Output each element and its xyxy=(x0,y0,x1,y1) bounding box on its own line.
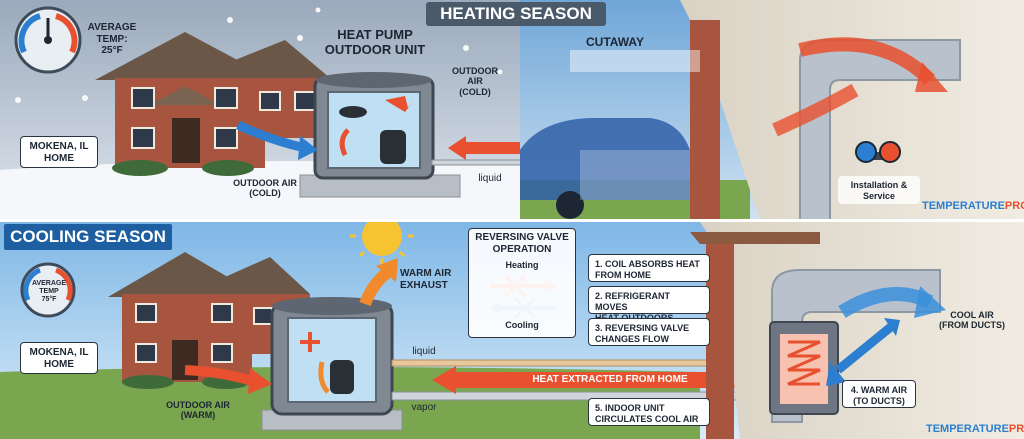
step-5-box: 5. INDOOR UNIT CIRCULATES COOL AIR xyxy=(588,398,710,426)
cooling-panel: COOLING SEASON AVERAGE TEMP 75°F MOKENA,… xyxy=(0,222,1024,439)
outdoor-air-warm-label: OUTDOOR AIR (WARM) xyxy=(166,400,230,421)
step-3-box: 3. REVERSING VALVE CHANGES FLOW xyxy=(588,318,710,346)
cooling-location-box: MOKENA, IL HOME xyxy=(20,342,98,374)
sun-icon xyxy=(350,222,414,264)
cool-air-label: COOL AIR (FROM DUCTS) xyxy=(939,310,1005,331)
heat-line-arrow xyxy=(460,142,530,154)
heat-extracted-arrow xyxy=(452,372,762,388)
warm-air-duct-arrowhead-2 xyxy=(884,318,900,336)
cold-air-arrow xyxy=(236,120,307,153)
warm-air-duct-arrowhead-1 xyxy=(826,362,846,386)
house-heating xyxy=(95,32,330,176)
car-wheel xyxy=(556,191,584,219)
step-4-box: 4. WARM AIR (TO DUCTS) xyxy=(842,380,916,408)
heating-scene xyxy=(0,0,1024,220)
heating-location-box: MOKENA, IL HOME xyxy=(20,136,98,168)
outdoor-air-bottom-label: OUTDOOR AIR (COLD) xyxy=(233,178,297,199)
valve-cooling-label: Cooling xyxy=(505,320,539,330)
warm-air-duct-arrow xyxy=(835,322,895,374)
brand-part2: PRO xyxy=(1004,200,1024,212)
outdoor-air-top-label: OUTDOOR AIR (COLD) xyxy=(452,66,498,97)
warm-air-arrowhead xyxy=(248,368,272,394)
heat-pump-cooling xyxy=(270,297,394,416)
cooling-thermostat-label: AVERAGE TEMP 75°F xyxy=(31,280,67,304)
service-label: Installation & Service xyxy=(838,176,920,204)
step-2-box: 2. REFRIGERANT MOVES HEAT OUTDOORS xyxy=(588,286,710,323)
heating-thermostat-label: AVERAGE TEMP: 25°F xyxy=(87,22,137,56)
heat-pump-heating xyxy=(313,72,435,180)
brand-part2-bottom: PRO xyxy=(1008,423,1024,435)
hot-air-arrow-1 xyxy=(798,37,935,86)
duct-cooling xyxy=(771,269,941,423)
manifold-gauge-icon xyxy=(855,141,901,163)
heat-extracted-arrowhead xyxy=(432,366,456,394)
reversing-valve-box xyxy=(468,228,576,338)
cutaway-label: CUTAWAY xyxy=(585,35,644,49)
indoor-unit xyxy=(769,321,839,415)
liquid-label-cooling: liquid xyxy=(412,346,436,357)
cool-air-arrowhead xyxy=(914,286,946,318)
liquid-label-heating: liquid xyxy=(478,173,502,184)
heat-line-arrowhead xyxy=(448,136,466,160)
roof-edge-cooling xyxy=(690,232,820,244)
brand-part1-bottom: TEMPERATURE xyxy=(926,423,1009,435)
cutaway-placeholder xyxy=(570,50,700,72)
brand-part1: TEMPERATURE xyxy=(922,200,1005,212)
cutaway-blur xyxy=(580,150,690,200)
thermostat-heating xyxy=(14,6,82,74)
warm-exhaust-label: WARM AIR EXHAUST xyxy=(400,268,452,291)
car xyxy=(520,118,690,200)
hot-air-arrow-2 xyxy=(772,83,859,137)
step-1-box: 1. COIL ABSORBS HEAT FROM HOME xyxy=(588,254,710,282)
liquid-line-cooling xyxy=(391,359,753,367)
cold-air-arrowhead xyxy=(298,136,318,160)
heating-panel: HEATING SEASON AVERAGE TEMP: 25°F HEAT P… xyxy=(0,0,1024,220)
brand-logo-top: TEMPERATUREPRO xyxy=(922,200,1024,212)
cooling-banner: COOLING SEASON xyxy=(4,224,172,250)
liquid-line-heating xyxy=(431,159,531,166)
cooling-scene xyxy=(0,222,1024,439)
heating-banner: HEATING SEASON xyxy=(426,2,606,26)
heat-extracted-label: HEAT EXTRACTED FROM HOME xyxy=(532,374,688,385)
thermostat-cooling xyxy=(20,262,76,318)
vapor-label-cooling: vapor xyxy=(411,402,437,413)
warm-exhaust-arrowhead xyxy=(376,258,398,282)
brick-wall-cooling xyxy=(706,242,734,439)
hot-air-arrowhead-1 xyxy=(915,62,948,92)
brick-wall-heating xyxy=(690,20,720,220)
season-divider xyxy=(0,219,1024,222)
heat-pump-title: HEAT PUMP OUTDOOR UNIT xyxy=(324,27,426,57)
valve-heating-label: Heating xyxy=(505,260,539,270)
brand-logo-bottom: TEMPERATUREPRO xyxy=(926,423,1024,435)
warm-exhaust-arrow xyxy=(359,267,392,307)
reversing-valve-title: REVERSING VALVE OPERATION xyxy=(475,232,569,255)
